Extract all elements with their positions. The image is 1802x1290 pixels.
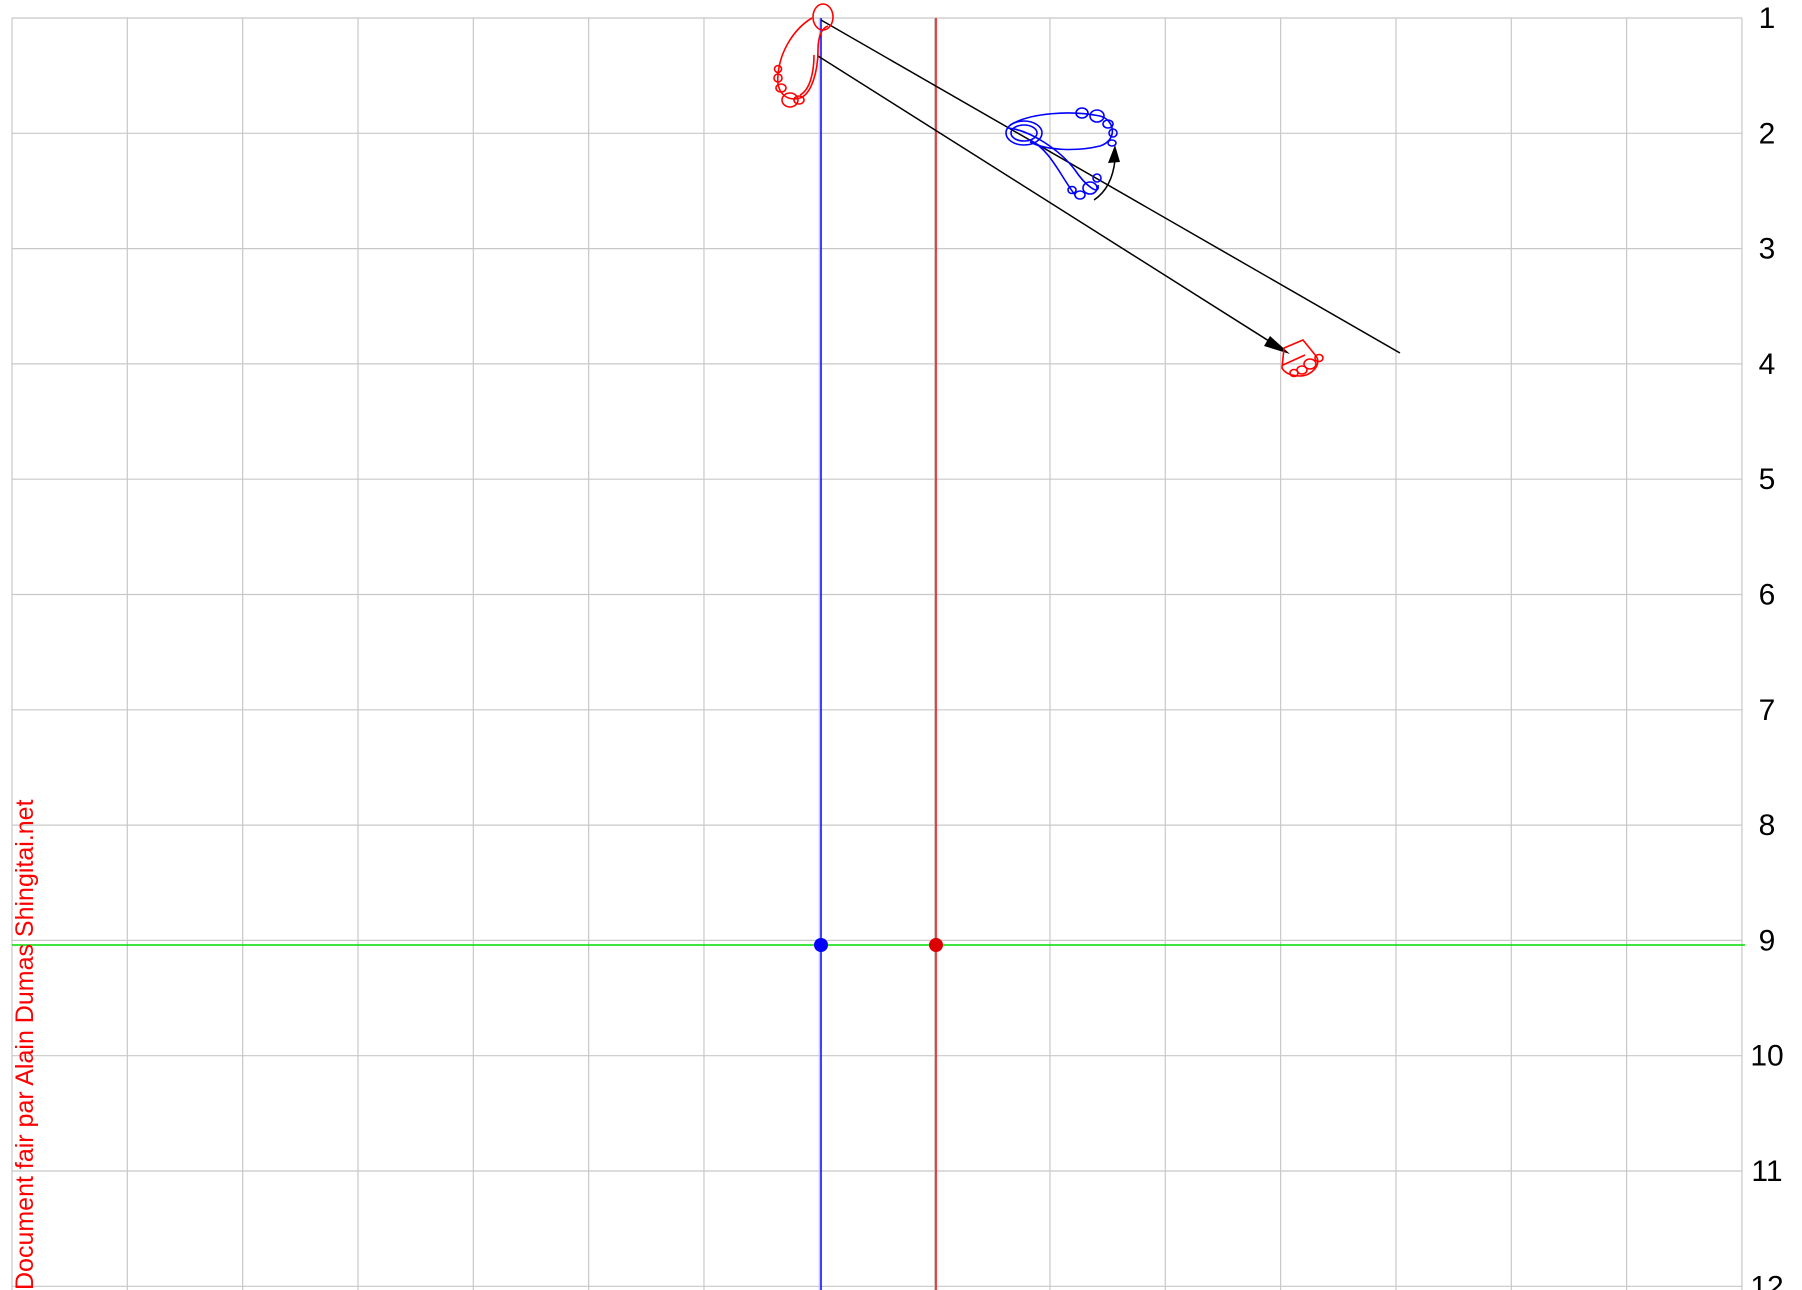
blue-marker-dot <box>814 938 828 952</box>
grid <box>11 17 1743 1290</box>
start-foot-icon <box>773 3 834 108</box>
pivot-arrow-curve <box>1093 159 1116 201</box>
row-label: 10 <box>1750 1040 1783 1073</box>
credit-text: Document fair par Alain Dumas Shingitai.… <box>11 799 39 1290</box>
row-label: 12 <box>1750 1270 1783 1290</box>
row-label: 6 <box>1759 579 1776 612</box>
pivot-feet-icon <box>1005 107 1118 200</box>
row-label: 2 <box>1759 117 1776 150</box>
arrow-head-main <box>1264 336 1290 354</box>
row-label: 5 <box>1759 463 1776 496</box>
row-label: 4 <box>1759 348 1776 381</box>
path-line-lower <box>817 55 1281 349</box>
row-label: 7 <box>1759 694 1776 727</box>
red-marker-dot <box>929 938 943 952</box>
row-label: 1 <box>1759 2 1776 35</box>
row-label: 8 <box>1759 809 1776 842</box>
path-line-upper <box>820 19 1401 354</box>
end-foot-toes-icon <box>1281 339 1324 378</box>
row-label: 3 <box>1759 233 1776 266</box>
pivot-arrow-head <box>1108 145 1120 163</box>
row-label: 11 <box>1751 1155 1782 1188</box>
row-label: 9 <box>1759 924 1776 957</box>
